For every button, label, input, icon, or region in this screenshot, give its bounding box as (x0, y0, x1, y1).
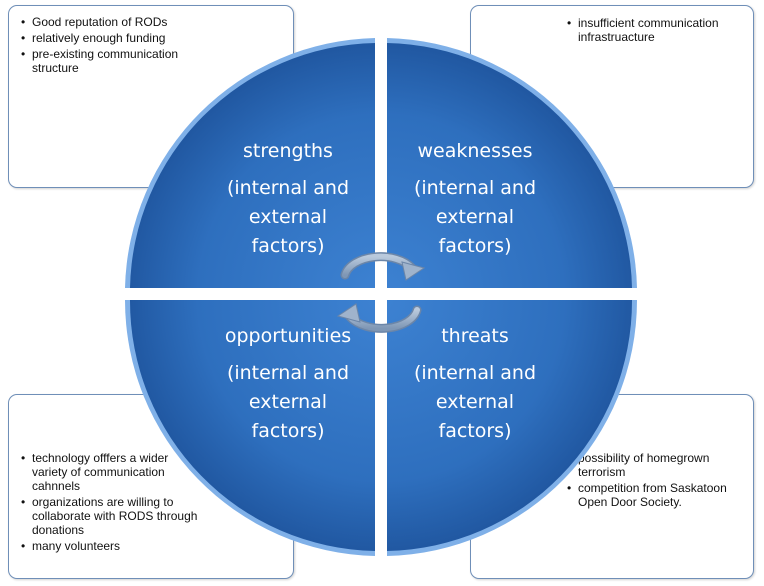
opportunities-notes-list: technology offfers a wider variety of co… (21, 451, 201, 555)
weaknesses-subtitle-1: (internal and (413, 177, 537, 199)
weaknesses-title: weaknesses (417, 140, 533, 162)
weaknesses-label: weaknesses (internal and external factor… (399, 137, 551, 261)
weaknesses-subtitle-2: external (435, 206, 515, 228)
threats-note: possibility of homegrown terrorism (567, 451, 747, 479)
opportunities-subtitle-2: external (248, 391, 328, 413)
weaknesses-notes-list: insufficient communication infrastruactu… (567, 16, 747, 46)
quadrant-strengths (125, 38, 375, 288)
strengths-note: Good reputation of RODs (21, 15, 221, 29)
threats-subtitle-1: (internal and (413, 362, 537, 384)
opportunities-notes-box: technology offfers a wider variety of co… (8, 394, 294, 579)
strengths-note: relatively enough funding (21, 31, 221, 45)
strengths-title: strengths (243, 140, 333, 162)
threats-subtitle-2: external (435, 391, 515, 413)
threats-label: threats (internal and external factors) (399, 322, 551, 446)
opportunities-subtitle-1: (internal and (226, 362, 350, 384)
strengths-note: pre-existing communication structure (21, 47, 221, 75)
opportunities-label: opportunities (internal and external fac… (212, 322, 364, 446)
threats-notes-list: possibility of homegrown terrorism compe… (567, 451, 747, 511)
opportunities-note: technology offfers a wider variety of co… (21, 451, 201, 493)
threats-subtitle-3: factors) (438, 420, 512, 442)
threats-note: competition from Saskatoon Open Door Soc… (567, 481, 747, 509)
weaknesses-subtitle-3: factors) (438, 235, 512, 257)
cycle-arrows-icon (336, 252, 426, 333)
strengths-subtitle-3: factors) (251, 235, 325, 257)
quadrant-opportunities (124, 300, 375, 556)
quadrant-threats (387, 300, 637, 556)
opportunities-note: organizations are willing to collaborate… (21, 495, 201, 537)
threats-title: threats (441, 325, 509, 347)
opportunities-note: many volunteers (21, 539, 201, 553)
strengths-notes-list: Good reputation of RODs relatively enoug… (21, 15, 221, 77)
strengths-subtitle-1: (internal and (226, 177, 350, 199)
opportunities-subtitle-3: factors) (251, 420, 325, 442)
quadrant-weaknesses (387, 38, 637, 288)
weaknesses-note: insufficient communication infrastruactu… (567, 16, 747, 44)
strengths-label: strengths (internal and external factors… (212, 137, 364, 261)
opportunities-title: opportunities (224, 325, 352, 347)
strengths-subtitle-2: external (248, 206, 328, 228)
